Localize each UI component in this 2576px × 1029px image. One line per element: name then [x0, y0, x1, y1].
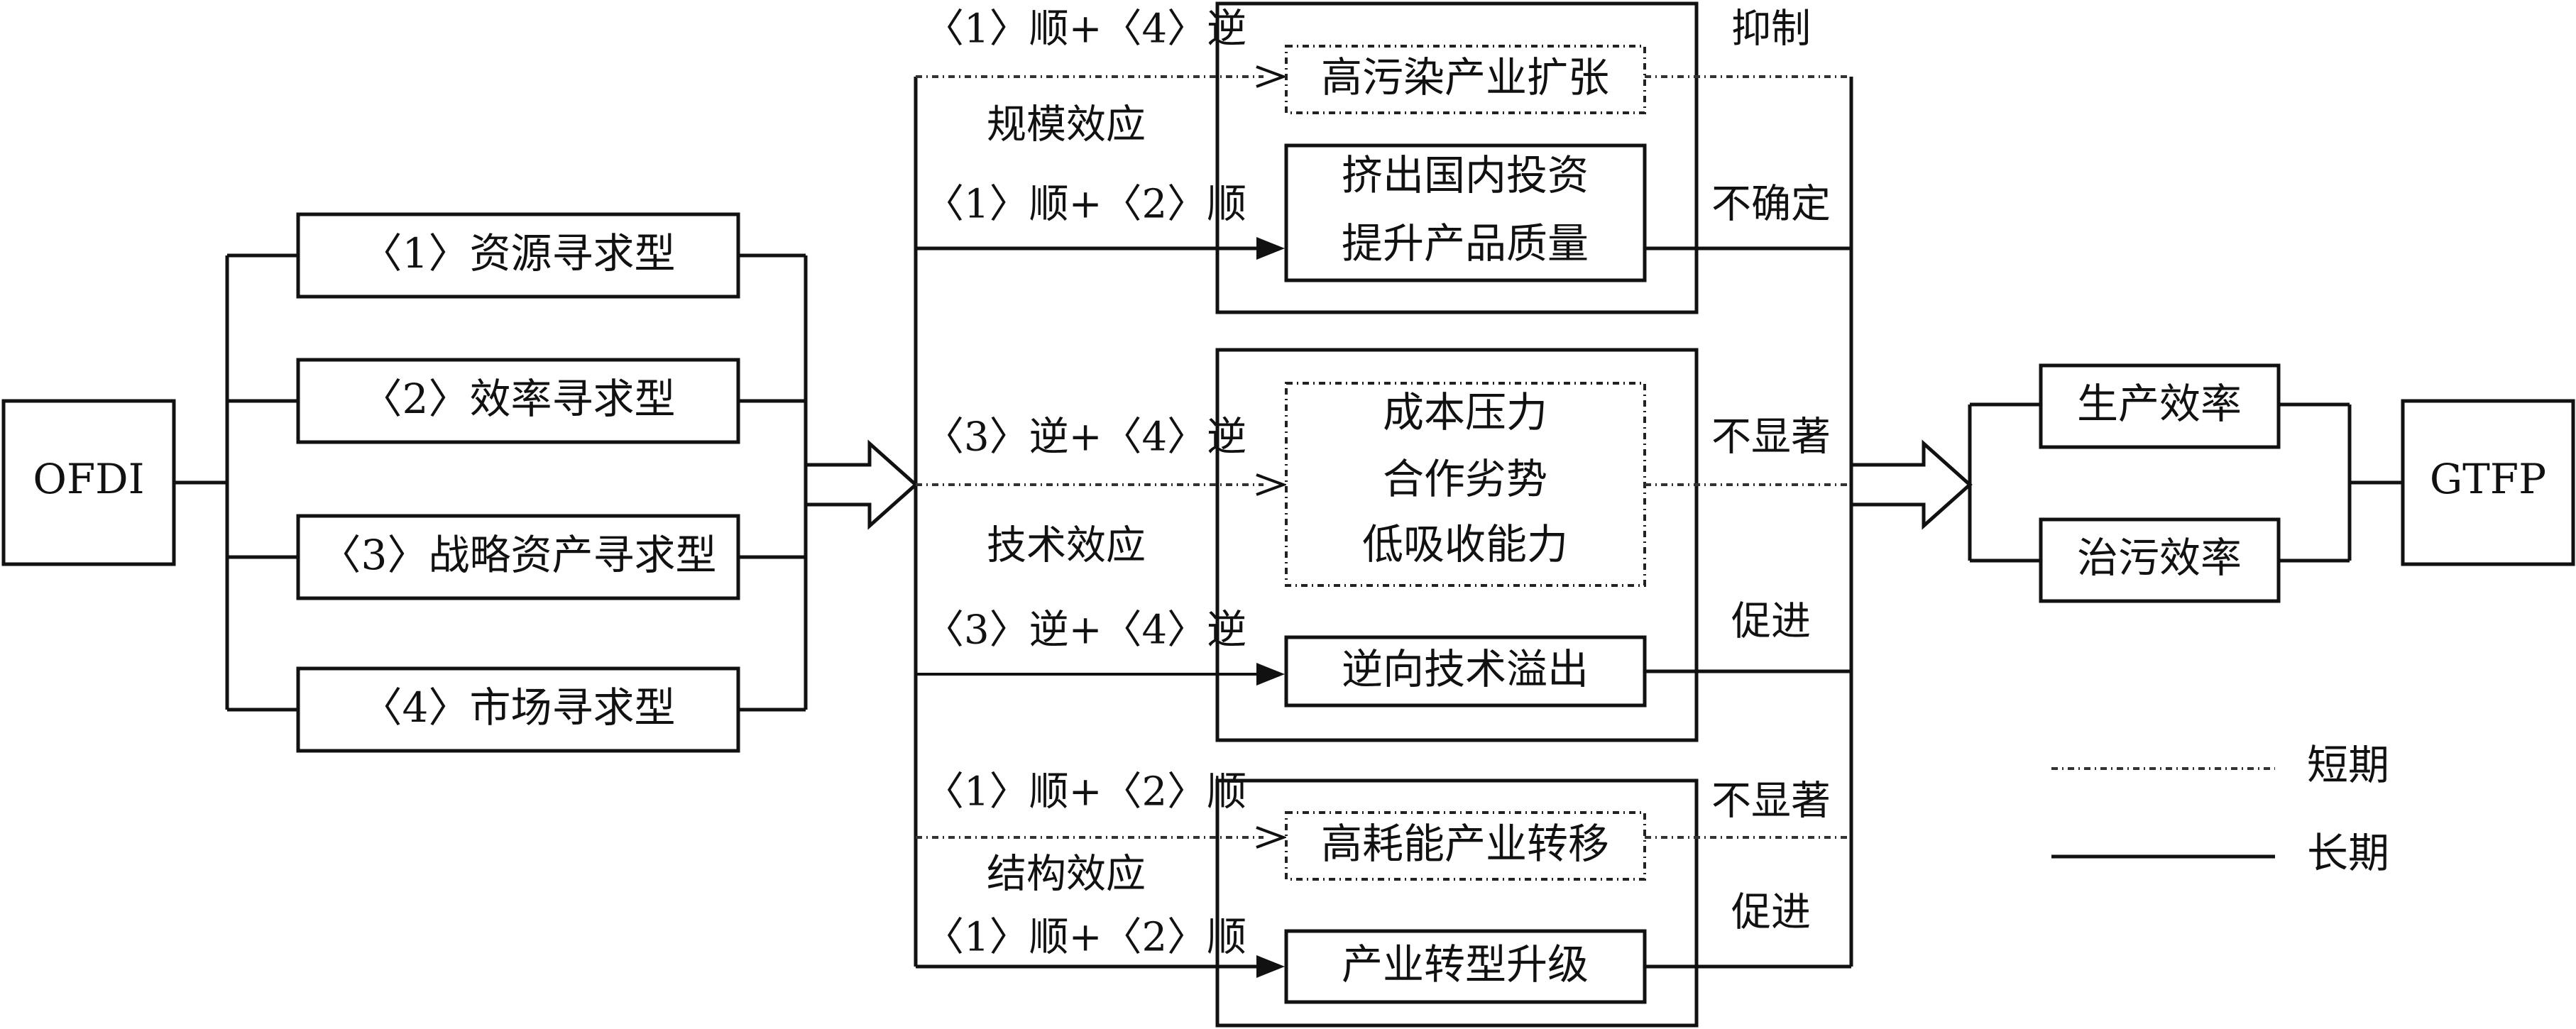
path-label-tech-short: 〈3〉逆+〈4〉逆	[924, 414, 1246, 461]
node-high-energy-transfer-label: 高耗能产业转移	[1321, 820, 1609, 868]
ofdi-label: OFDI	[33, 455, 144, 503]
path-label-struct-long: 〈1〉顺+〈2〉顺	[924, 915, 1246, 961]
struct-long-path-arrowhead	[1256, 955, 1285, 978]
legend-short-term-label: 短期	[2307, 741, 2389, 789]
result-inhibit: 抑制	[1731, 6, 1811, 53]
motive-efficiency-seeking-label: 〈2〉效率寻求型	[361, 375, 676, 423]
effect-label-technology: 技术效应	[987, 523, 1146, 569]
tech-short-path-arrowhead	[1256, 473, 1288, 496]
node-high-energy-transfer: 高耗能产业转移	[1285, 811, 1646, 881]
motive-strategic-asset-seeking-label: 〈3〉战略资产寻求型	[320, 531, 717, 579]
result-not-significant-struct: 不显著	[1711, 778, 1831, 825]
effect-label-scale: 规模效应	[987, 102, 1146, 148]
path-label-struct-short: 〈1〉顺+〈2〉顺	[924, 769, 1246, 815]
scale-long-path-arrowhead	[1256, 237, 1285, 260]
motive-resource-seeking-label: 〈1〉资源寻求型	[361, 229, 676, 277]
node-pollution-efficiency-label: 治污效率	[2077, 534, 2242, 582]
fat-arrow-to-effects	[804, 439, 919, 530]
result-not-significant-tech: 不显著	[1711, 414, 1831, 461]
node-production-efficiency: 生产效率	[2039, 363, 2281, 449]
motive-market-seeking: 〈4〉市场寻求型	[296, 666, 740, 753]
path-label-tech-long: 〈3〉逆+〈4〉逆	[924, 607, 1246, 654]
node-crowd-out-line2: 提升产品质量	[1342, 219, 1589, 268]
motive-strategic-asset-seeking: 〈3〉战略资产寻求型	[296, 514, 740, 600]
node-crowd-out-investment: 挤出国内投资 提升产品质量	[1284, 143, 1647, 282]
motive-market-seeking-label: 〈4〉市场寻求型	[361, 683, 676, 732]
motive-efficiency-seeking: 〈2〉效率寻求型	[296, 358, 740, 444]
node-pollution-efficiency: 治污效率	[2039, 517, 2281, 603]
result-promote-tech: 促进	[1731, 599, 1811, 645]
node-cost-pressure: 成本压力 合作劣势 低吸收能力	[1285, 382, 1646, 587]
node-high-pollution-expansion-label: 高污染产业扩张	[1321, 53, 1609, 101]
path-label-scale-long: 〈1〉顺+〈2〉顺	[924, 182, 1246, 228]
node-reverse-spillover: 逆向技术溢出	[1284, 635, 1647, 708]
motive-resource-seeking: 〈1〉资源寻求型	[296, 212, 740, 299]
ofdi-node: OFDI	[1, 399, 176, 566]
path-label-scale-short: 〈1〉顺+〈4〉逆	[924, 6, 1246, 53]
node-crowd-out-line1: 挤出国内投资	[1342, 151, 1589, 199]
scale-short-path-arrowhead	[1256, 65, 1288, 88]
gtfp-node: GTFP	[2401, 399, 2575, 566]
node-cost-line1: 成本压力	[1383, 388, 1547, 436]
node-high-pollution-expansion: 高污染产业扩张	[1285, 45, 1646, 114]
result-uncertain: 不确定	[1711, 182, 1831, 228]
gtfp-label: GTFP	[2430, 455, 2546, 503]
node-industrial-upgrade-label: 产业转型升级	[1342, 940, 1589, 989]
result-promote-struct: 促进	[1731, 890, 1811, 936]
struct-short-path-arrowhead	[1256, 826, 1288, 849]
node-reverse-spillover-label: 逆向技术溢出	[1342, 645, 1589, 693]
legend: 短期 长期	[2051, 741, 2389, 877]
node-production-efficiency-label: 生产效率	[2077, 380, 2242, 428]
fat-arrow-to-efficiency	[1849, 439, 1973, 530]
legend-long-term-label: 长期	[2307, 829, 2389, 877]
node-cost-line3: 低吸收能力	[1362, 520, 1568, 568]
node-industrial-upgrade: 产业转型升级	[1284, 929, 1647, 1004]
tech-long-path-arrowhead	[1256, 663, 1285, 686]
effect-label-structure: 结构效应	[987, 852, 1146, 898]
node-cost-line2: 合作劣势	[1383, 455, 1547, 503]
